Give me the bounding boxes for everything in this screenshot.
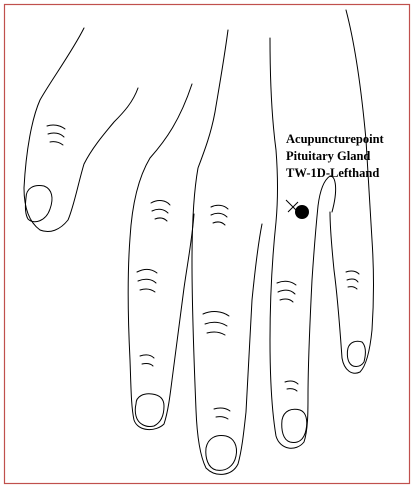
ring-knuckle-mid-2	[278, 290, 295, 294]
thumb-outline	[24, 28, 138, 232]
middle-knuckle-upper-3	[213, 222, 225, 225]
frame-border	[5, 5, 410, 484]
index-knuckle-mid-3	[140, 289, 155, 292]
ring-finger-nail	[282, 409, 307, 442]
annotation-line-1: Acupuncturepoint	[286, 131, 384, 148]
index-knuckle-upper-2	[152, 209, 168, 213]
index-finger-nail	[135, 394, 164, 427]
middle-knuckle-lower-1	[214, 408, 230, 411]
middle-knuckle-mid-2	[205, 322, 227, 326]
ring-knuckle-mid-1	[277, 281, 296, 285]
middle-knuckle-mid-1	[203, 312, 229, 316]
little-knuckle-3	[348, 287, 357, 289]
index-knuckle-mid-2	[138, 279, 156, 283]
index-knuckle-upper-3	[155, 218, 167, 221]
middle-knuckle-mid-3	[207, 332, 225, 335]
middle-knuckle-upper-1	[211, 205, 228, 209]
little-finger-nail	[347, 341, 365, 366]
little-finger-outline	[330, 10, 374, 373]
thumb-crease-1	[47, 125, 65, 129]
little-knuckle-1	[346, 271, 359, 274]
index-knuckle-lower-2	[142, 364, 153, 366]
ring-finger-outline	[270, 38, 318, 448]
thumb-crease-3	[50, 142, 63, 145]
annotation-line-3: TW-1D-Lefthand	[286, 165, 379, 182]
ring-knuckle-mid-3	[280, 299, 293, 302]
index-knuckle-mid-1	[137, 269, 157, 273]
little-knuckle-2	[347, 279, 358, 282]
middle-finger-outline	[192, 30, 262, 474]
index-knuckle-lower-1	[140, 355, 154, 358]
middle-knuckle-upper-2	[211, 213, 227, 217]
index-knuckle-upper-1	[151, 201, 170, 205]
acupuncture-point-marker	[295, 205, 309, 219]
annotation-line-2: Pituitary Gland	[286, 148, 370, 165]
thumb-crease-2	[48, 133, 64, 137]
ring-knuckle-lower-2	[287, 389, 297, 391]
middle-finger-nail	[206, 436, 237, 471]
middle-knuckle-lower-2	[216, 417, 228, 419]
ring-knuckle-lower-1	[285, 381, 298, 384]
index-finger-outline	[128, 84, 194, 430]
